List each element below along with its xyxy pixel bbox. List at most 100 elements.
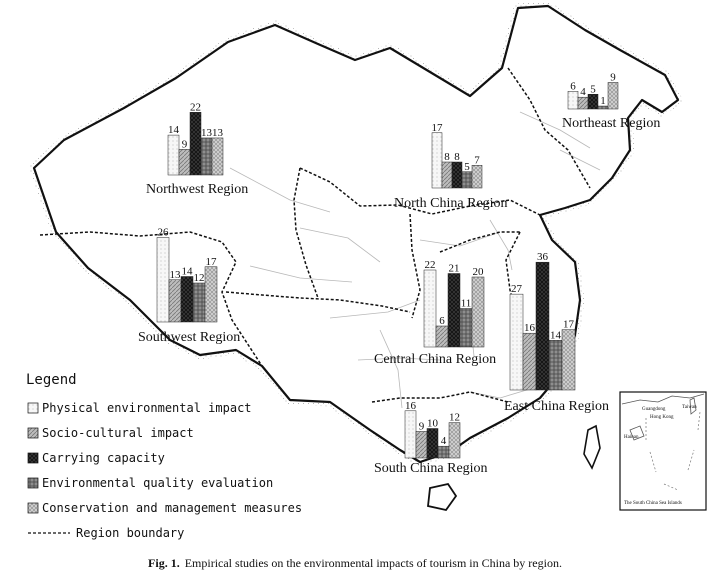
value-label-east-china-3: 36 <box>537 251 549 263</box>
bar-north-china-2 <box>441 161 453 189</box>
bar-southwest-2 <box>168 279 182 323</box>
bar-north-china-5 <box>471 165 483 189</box>
bar-north-china-3 <box>451 161 463 189</box>
bar-southwest-5 <box>204 266 218 323</box>
legend-swatch-carrying <box>27 452 39 464</box>
inset-taiwan <box>689 397 697 415</box>
inset-title: The South China Sea Islands <box>624 501 682 506</box>
bar-south-china-2 <box>415 431 428 459</box>
region-label-south-china: South China Region <box>374 461 488 476</box>
bar-southwest-4 <box>192 282 206 323</box>
legend-swatch-physical <box>27 402 39 414</box>
inset-label-guangdong: Guangdong <box>642 407 666 412</box>
value-label-north-china-2: 8 <box>444 151 450 163</box>
figure-caption: Fig. 1. Empirical studies on the environm… <box>148 556 562 570</box>
inset-label-hong-kong: Hong Kong <box>650 415 674 420</box>
bar-southwest-3 <box>180 276 194 323</box>
legend-label-conservation: Conservation and management measures <box>42 501 302 515</box>
legend-swatch-social <box>27 427 39 439</box>
value-label-south-china-3: 10 <box>427 418 439 430</box>
bar-northwest-3 <box>189 112 202 176</box>
bar-east-china-2 <box>522 332 537 391</box>
value-label-central-china-3: 21 <box>449 263 460 275</box>
bar-southwest-1 <box>156 237 170 323</box>
inset-nine-dash-line <box>645 411 701 491</box>
legend-swatch-quality <box>27 477 39 489</box>
taiwan-island <box>583 424 601 470</box>
value-label-southwest-1: 26 <box>158 227 170 239</box>
value-label-northwest-2: 9 <box>182 138 188 150</box>
value-label-central-china-2: 6 <box>439 315 445 327</box>
hainan-island <box>427 482 458 512</box>
value-label-north-china-3: 8 <box>454 151 460 163</box>
value-label-southwest-2: 13 <box>170 269 182 281</box>
value-label-southwest-4: 12 <box>194 272 205 284</box>
value-label-east-china-5: 17 <box>563 319 575 331</box>
value-label-southwest-5: 17 <box>206 256 218 268</box>
legend-label-social: Socio-cultural impact <box>42 426 194 440</box>
bar-east-china-4 <box>548 340 563 391</box>
bar-south-china-5 <box>448 422 461 459</box>
legend: Legend Physical environmental impact Soc… <box>26 372 302 540</box>
value-label-north-china-1: 17 <box>432 122 444 134</box>
bar-north-china-4 <box>461 171 473 189</box>
value-label-northwest-1: 14 <box>168 124 180 136</box>
value-label-south-china-2: 9 <box>419 420 425 432</box>
region-label-southwest: Southwest Region <box>138 330 240 345</box>
bar-east-china-1 <box>509 293 524 391</box>
province-lines <box>229 111 601 409</box>
value-label-northeast-2: 4 <box>580 86 586 98</box>
caption-text: Empirical studies on the environmental i… <box>185 556 562 570</box>
bar-northeast-2 <box>577 96 589 110</box>
bar-central-china-2 <box>435 325 449 348</box>
region-boundaries <box>39 67 591 403</box>
value-label-northeast-5: 9 <box>610 71 616 83</box>
value-label-southwest-3: 14 <box>182 266 194 278</box>
legend-item-carrying: Carrying capacity <box>27 451 165 465</box>
legend-item-social: Socio-cultural impact <box>27 426 194 440</box>
bar-northwest-4 <box>200 137 213 176</box>
inset-frame <box>619 391 707 511</box>
value-label-south-china-1: 16 <box>405 400 417 412</box>
value-label-south-china-5: 12 <box>449 412 460 424</box>
region-label-northwest: Northwest Region <box>146 182 248 197</box>
bar-northeast-3 <box>587 94 599 110</box>
legend-item-physical: Physical environmental impact <box>27 401 252 415</box>
value-label-northeast-4: 1 <box>600 95 606 107</box>
inset-hainan <box>629 425 645 441</box>
value-label-northeast-3: 5 <box>590 83 596 95</box>
bar-south-china-3 <box>426 428 439 459</box>
value-label-north-china-4: 5 <box>464 161 470 173</box>
bar-central-china-3 <box>447 273 461 348</box>
value-label-northwest-3: 22 <box>190 101 201 113</box>
bar-northwest-2 <box>178 149 191 176</box>
value-label-east-china-4: 14 <box>550 329 562 341</box>
region-label-central-china: Central China Region <box>374 352 496 367</box>
value-label-south-china-4: 4 <box>441 435 447 447</box>
legend-label-quality: Environmental quality evaluation <box>42 476 273 490</box>
legend-item-boundary: Region boundary <box>28 526 184 540</box>
legend-label-physical: Physical environmental impact <box>42 401 252 415</box>
legend-label-boundary: Region boundary <box>76 526 184 540</box>
bar-east-china-3 <box>535 261 550 391</box>
legend-label-carrying: Carrying capacity <box>42 451 165 465</box>
caption-fig-number: Fig. 1. <box>148 556 180 570</box>
legend-item-quality: Environmental quality evaluation <box>27 476 273 490</box>
bar-northeast-5 <box>607 82 619 110</box>
bar-north-china-1 <box>431 132 443 189</box>
value-label-east-china-1: 27 <box>511 283 523 295</box>
inset-label-taiwan: Taiwan <box>682 405 697 410</box>
value-label-east-china-2: 16 <box>524 322 536 334</box>
legend-swatch-conservation <box>27 502 39 514</box>
bar-northwest-1 <box>167 134 180 176</box>
bar-central-china-4 <box>459 308 473 348</box>
bar-south-china-4 <box>437 445 450 459</box>
value-label-north-china-5: 7 <box>474 154 480 166</box>
